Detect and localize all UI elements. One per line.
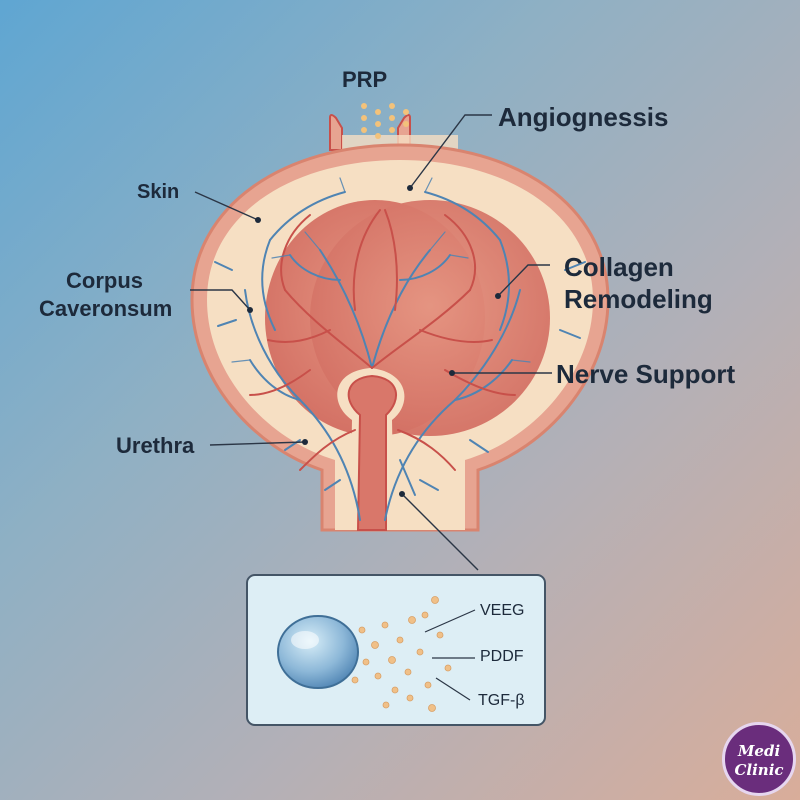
leader-dots <box>247 185 501 497</box>
label-caveronsum: Caveronsum <box>39 296 173 321</box>
label-nerve-support: Nerve Support <box>556 359 736 389</box>
leader-lines <box>190 114 552 571</box>
label-prp: PRP <box>342 67 388 92</box>
clinic-logo: Medi Clinic <box>722 722 796 796</box>
label-remodeling: Remodeling <box>564 284 713 314</box>
factor-label: TGF-β <box>478 692 525 709</box>
label-skin: Skin <box>137 181 180 203</box>
factor-label: VEEG <box>480 602 525 619</box>
label-corpus: Corpus <box>66 268 143 293</box>
label-angiogenesis: Angiognessis <box>498 102 669 132</box>
growth-factor-particles <box>351 596 452 712</box>
platelet-cell <box>277 615 359 689</box>
logo-line-1: Medi <box>737 742 781 760</box>
label-collagen: Collagen <box>564 252 674 282</box>
label-urethra: Urethra <box>116 433 195 458</box>
platelet-inset <box>246 574 546 726</box>
logo-line-2: Clinic <box>734 761 784 779</box>
factor-label: PDDF <box>480 648 524 665</box>
